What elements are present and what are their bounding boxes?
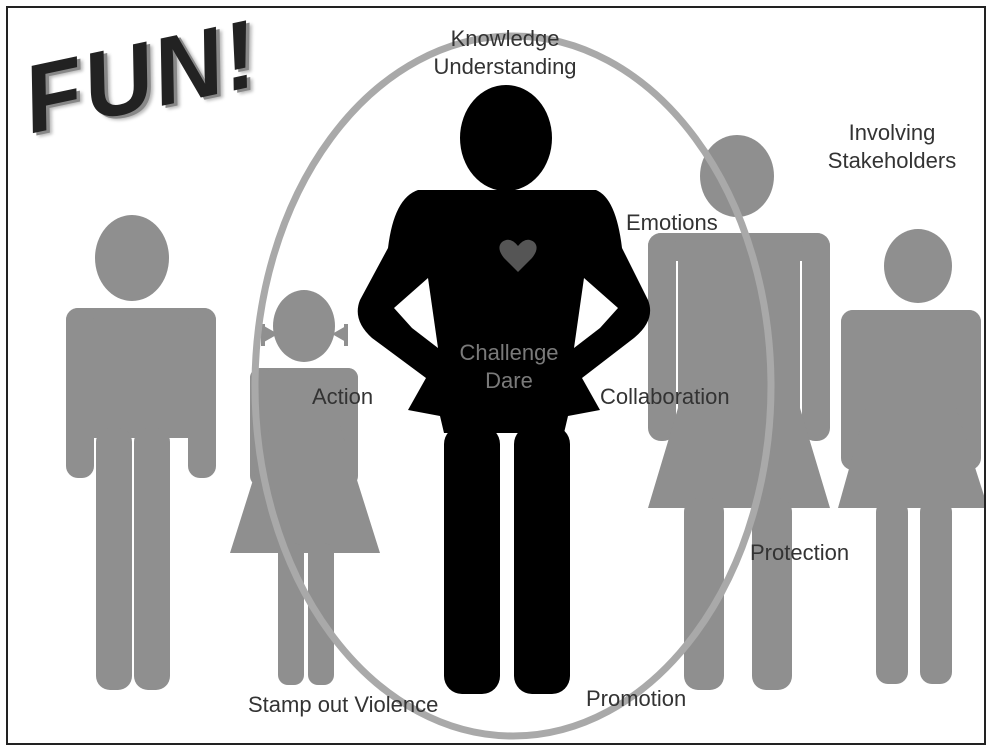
label-emotions: Emotions (626, 210, 718, 236)
label-stakeholders: Stakeholders (828, 148, 956, 174)
label-promotion: Promotion (586, 686, 686, 712)
label-involving: Involving (849, 120, 936, 146)
label-collaboration: Collaboration (600, 384, 730, 410)
label-dare: Dare (485, 368, 533, 394)
woman-right-icon (838, 229, 986, 684)
girl-icon (230, 290, 380, 685)
label-challenge: Challenge (459, 340, 558, 366)
label-protection: Protection (750, 540, 849, 566)
diagram-frame: FUN! Knowledge Understanding Involving S… (6, 6, 986, 745)
label-action: Action (312, 384, 373, 410)
label-understanding: Understanding (433, 54, 576, 80)
label-knowledge: Knowledge (451, 26, 560, 52)
label-stamp-out-violence: Stamp out Violence (248, 692, 438, 718)
man-left-icon (66, 215, 216, 690)
